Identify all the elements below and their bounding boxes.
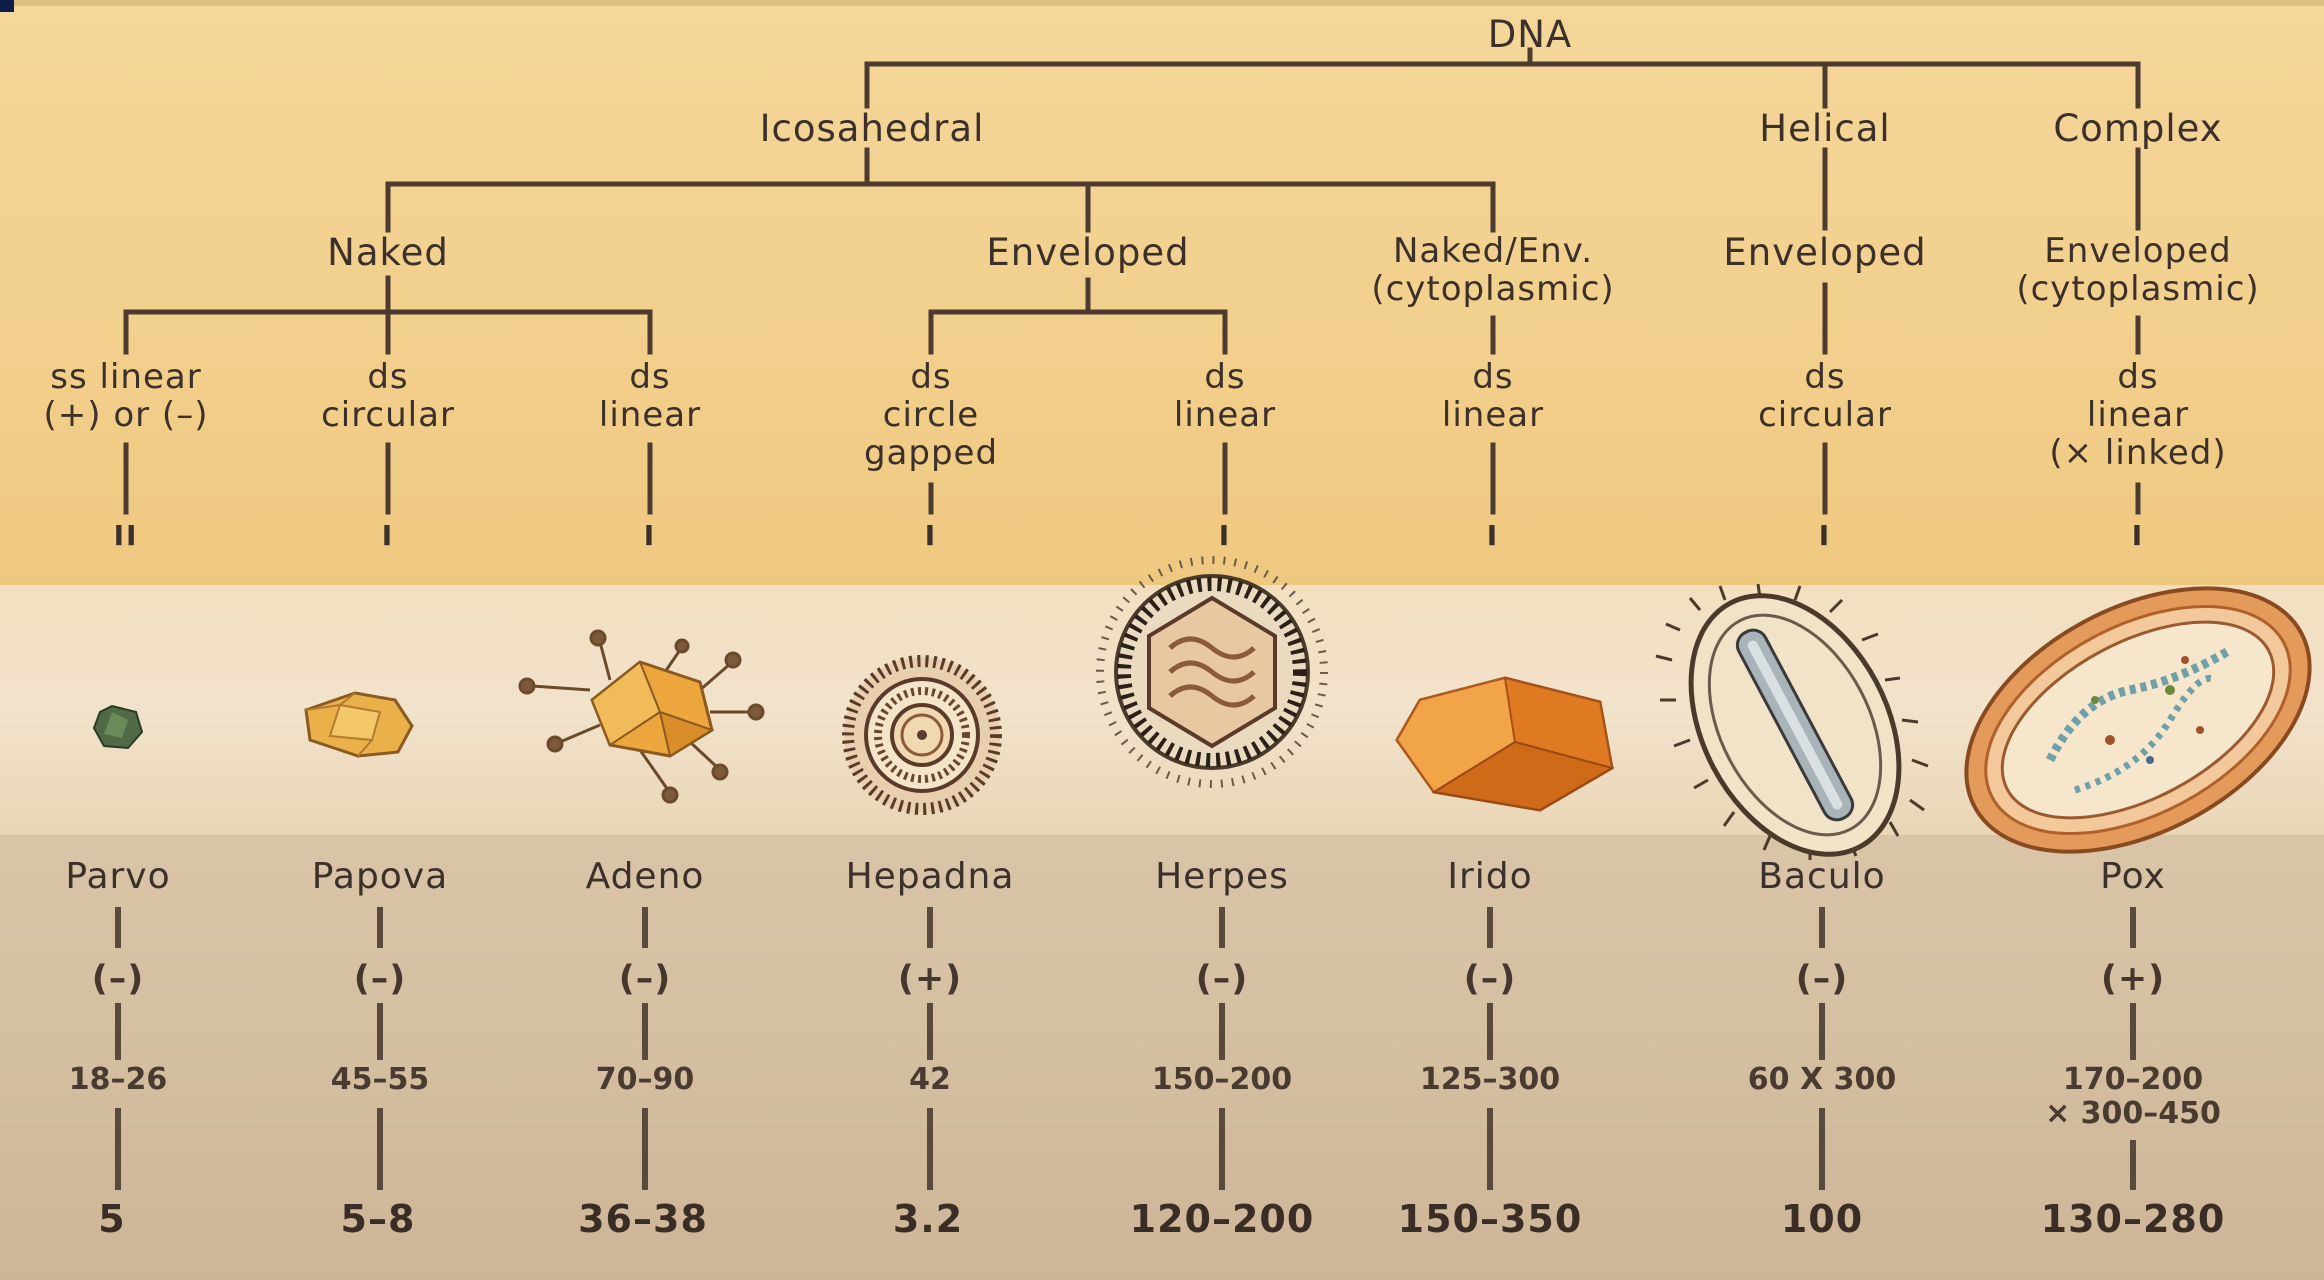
genome-papova: ds circular xyxy=(321,358,455,434)
genome-size-adeno: 36–38 xyxy=(578,1198,708,1241)
family-baculo: Baculo xyxy=(1758,857,1885,897)
sense-hepadna: (+) xyxy=(898,960,962,999)
enveloped-complex-label: Enveloped (cytoplasmic) xyxy=(2016,232,2259,308)
complex-label: Complex xyxy=(2053,108,2222,149)
class-numeral-pox: I xyxy=(2132,520,2144,551)
class-numeral-papova: I xyxy=(382,520,394,551)
sense-parvo: (–) xyxy=(92,960,145,999)
herpes-virion-image xyxy=(1100,560,1324,784)
sense-papova: (–) xyxy=(354,960,407,999)
size-papova: 45–55 xyxy=(331,1063,430,1097)
class-numeral-irido: I xyxy=(1487,520,1499,551)
family-papova: Papova xyxy=(312,857,448,897)
parvo-virion-image xyxy=(94,706,142,748)
genome-size-parvo: 5 xyxy=(98,1198,125,1241)
sense-herpes: (–) xyxy=(1196,960,1249,999)
enveloped-icosahedral-label: Enveloped xyxy=(986,232,1189,273)
baculo-virion-image xyxy=(1649,560,1941,890)
genome-pox: ds linear (× linked) xyxy=(2049,358,2226,472)
genome-size-herpes: 120–200 xyxy=(1130,1198,1315,1241)
root-dna-label: DNA xyxy=(1488,14,1572,55)
family-parvo: Parvo xyxy=(65,857,170,897)
class-numeral-adeno: I xyxy=(644,520,656,551)
family-adeno: Adeno xyxy=(586,857,705,897)
genome-size-baculo: 100 xyxy=(1781,1198,1863,1241)
genome-herpes: ds linear xyxy=(1174,358,1276,434)
genome-adeno: ds linear xyxy=(599,358,701,434)
hepadna-virion-image xyxy=(844,657,1000,813)
genome-parvo: ss linear (+) or (–) xyxy=(44,358,209,434)
size-irido: 125–300 xyxy=(1420,1063,1560,1097)
genome-hepadna: ds circle gapped xyxy=(864,358,998,472)
family-herpes: Herpes xyxy=(1155,857,1289,897)
class-numeral-baculo: I xyxy=(1819,520,1831,551)
sense-pox: (+) xyxy=(2101,960,2165,999)
genome-irido: ds linear xyxy=(1442,358,1544,434)
irido-virion-image xyxy=(1397,678,1612,810)
genome-size-pox: 130–280 xyxy=(2041,1198,2226,1241)
genome-size-papova: 5–8 xyxy=(341,1198,416,1241)
class-numeral-hepadna: I xyxy=(925,520,937,551)
pox-virion-image xyxy=(1922,534,2324,905)
family-pox: Pox xyxy=(2100,857,2166,897)
sense-irido: (–) xyxy=(1464,960,1517,999)
helical-label: Helical xyxy=(1759,108,1890,149)
size-adeno: 70–90 xyxy=(596,1063,695,1097)
naked-label: Naked xyxy=(327,232,449,273)
size-herpes: 150–200 xyxy=(1152,1063,1292,1097)
size-parvo: 18–26 xyxy=(69,1063,168,1097)
sense-baculo: (–) xyxy=(1796,960,1849,999)
size-pox: 170–200 × 300–450 xyxy=(2045,1063,2221,1130)
class-numeral-herpes: I xyxy=(1219,520,1231,551)
sense-adeno: (–) xyxy=(619,960,672,999)
papova-virion-image xyxy=(306,693,412,756)
genome-size-irido: 150–350 xyxy=(1398,1198,1583,1241)
family-irido: Irido xyxy=(1447,857,1532,897)
icosahedral-label: Icosahedral xyxy=(760,108,985,149)
naked-enveloped-label: Naked/Env. (cytoplasmic) xyxy=(1371,232,1614,308)
adeno-virion-image xyxy=(520,631,763,802)
size-hepadna: 42 xyxy=(909,1063,951,1097)
class-numeral-parvo: II xyxy=(114,520,139,551)
genome-baculo: ds circular xyxy=(1758,358,1892,434)
enveloped-helical-label: Enveloped xyxy=(1723,232,1926,273)
genome-size-hepadna: 3.2 xyxy=(893,1198,963,1241)
family-hepadna: Hepadna xyxy=(846,857,1015,897)
size-baculo: 60 X 300 xyxy=(1748,1063,1896,1097)
